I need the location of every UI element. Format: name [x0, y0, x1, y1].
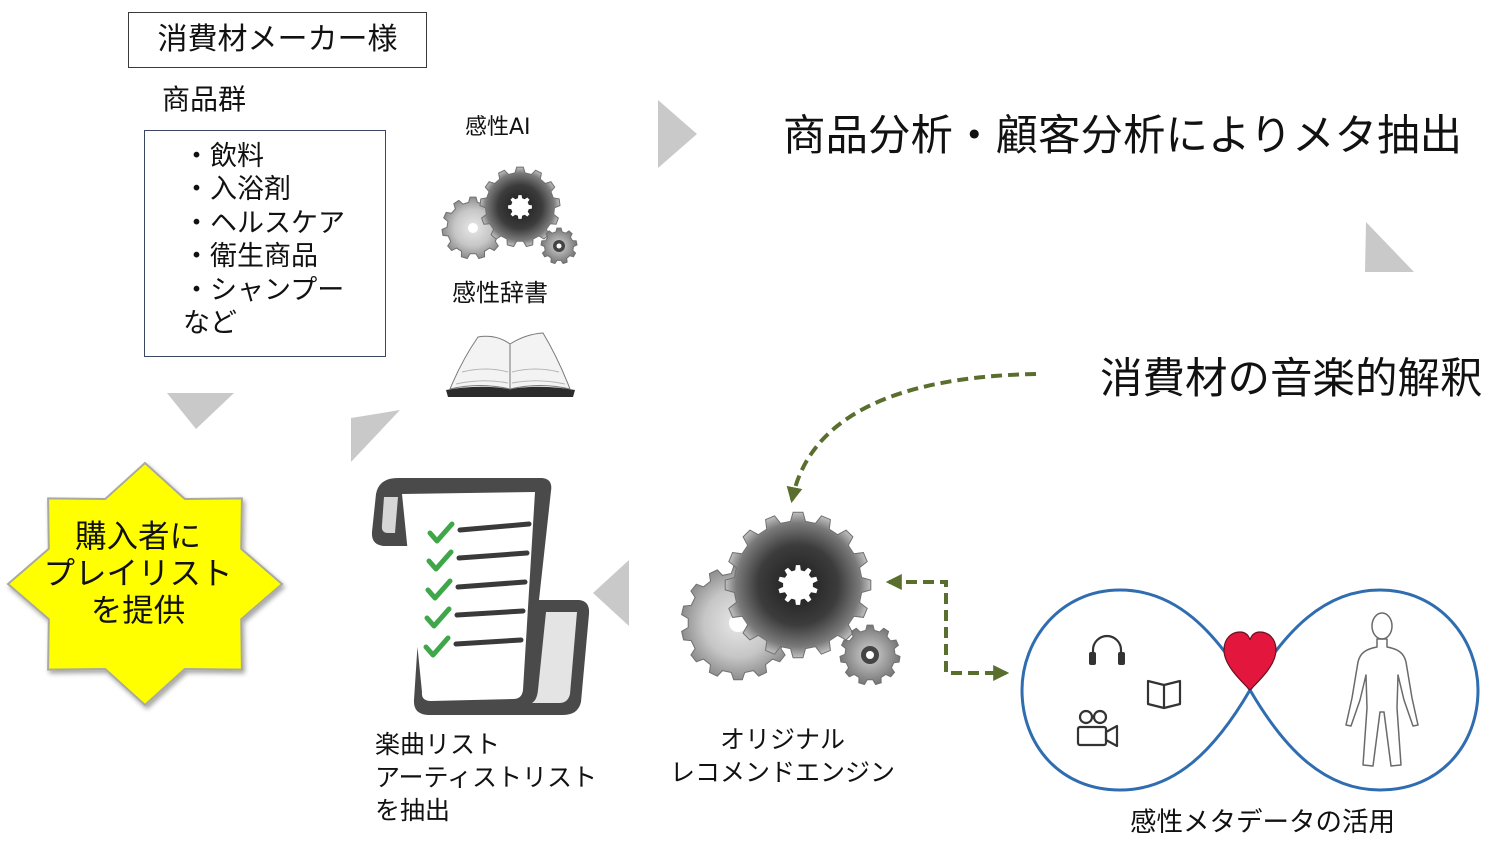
extraction-label-line: 楽曲リスト [375, 730, 501, 759]
music-interpretation-step: 消費材の音楽的解釈 [1100, 355, 1483, 404]
list-line [456, 550, 530, 561]
kansei-ai-gears-icon [441, 166, 578, 265]
check-icon [424, 606, 452, 629]
metadata-usage-label: 感性メタデータの活用 [1130, 807, 1395, 838]
flow-arrow-up-left [351, 410, 400, 462]
check-icon [427, 521, 455, 544]
gear-hole [729, 614, 747, 632]
recommend-engine-label: オリジナル レコメンドエンジン [660, 723, 905, 789]
kansei-dictionary-label: 感性辞書 [452, 279, 548, 307]
gear-hole [778, 565, 818, 605]
video-camera-icon [1076, 709, 1119, 748]
scroll-top-curl [381, 497, 398, 533]
kansei-ai-label: 感性AI [465, 115, 531, 140]
product-list-item: ・入浴剤 [183, 174, 291, 206]
check-icon [425, 578, 453, 601]
product-list-item: ・シャンプー [183, 274, 345, 306]
product-list-box: ・飲料 ・入浴剤 ・ヘルスケア ・衛生商品 ・シャンプー など [144, 130, 386, 357]
meta-extraction-step: 商品分析・顧客分析によりメタ抽出 [783, 112, 1463, 161]
list-extraction-label: 楽曲リスト アーティストリスト を抽出 [375, 728, 597, 827]
offer-label-line: を提供 [90, 593, 186, 629]
gear-icon [479, 166, 561, 248]
recommend-engine-gears-icon [681, 511, 901, 686]
starburst-icon [6, 461, 284, 707]
check-icon [423, 635, 451, 658]
checklist-scroll-icon [371, 478, 590, 715]
gear-hole-center [866, 651, 874, 659]
headphones-icon [1089, 634, 1125, 665]
scroll-bottom-curl [532, 612, 577, 703]
list-line [454, 608, 526, 618]
flow-arrow-right [658, 100, 697, 168]
check-icon [426, 549, 454, 572]
product-list-item: ・ヘルスケア [183, 207, 345, 239]
product-list-item: ・飲料 [183, 141, 264, 172]
book-left-pages [449, 335, 511, 390]
maker-label: 消費材メーカー様 [157, 22, 398, 57]
book-right-pages [509, 332, 571, 390]
heart-icon [1223, 631, 1277, 691]
list-line [455, 579, 528, 590]
offer-label-line: 購入者に [74, 519, 201, 555]
kansei-metadata-infinity-graphic [1020, 588, 1480, 792]
human-figure-icon [1345, 612, 1419, 767]
product-list-suffix: など [183, 308, 237, 340]
flow-arrow-left [593, 560, 629, 626]
offer-label-line: プレイリスト [43, 556, 233, 592]
dictionary-book-icon [446, 332, 575, 397]
extraction-label-line: アーティストリスト [375, 763, 598, 792]
product-list-item: ・衛生商品 [183, 241, 318, 273]
book-icon [1146, 679, 1182, 710]
gear-hole [468, 223, 478, 233]
gear-hole-center [556, 243, 562, 249]
list-line [453, 637, 524, 647]
dashed-curved-arrow [786, 372, 1037, 504]
flow-arrow-down-left [1365, 222, 1414, 272]
engine-label-line: レコメンドエンジン [669, 758, 895, 787]
dashed-double-arrow [885, 574, 1010, 681]
book-page-lines [455, 368, 566, 385]
list-line [457, 521, 532, 533]
gear-hole [508, 195, 532, 219]
flow-arrow-down [167, 393, 234, 429]
engine-label-line: オリジナル [719, 725, 845, 754]
gear-icon [540, 227, 578, 265]
product-group-title: 商品群 [162, 83, 247, 116]
book-cover [446, 386, 575, 397]
gear-icon [839, 624, 901, 686]
maker-box: 消費材メーカー様 [128, 12, 427, 68]
extraction-label-line: を抽出 [375, 796, 451, 825]
playlist-offer-label: 購入者に プレイリスト を提供 [8, 519, 268, 630]
gear-icon [724, 511, 872, 659]
